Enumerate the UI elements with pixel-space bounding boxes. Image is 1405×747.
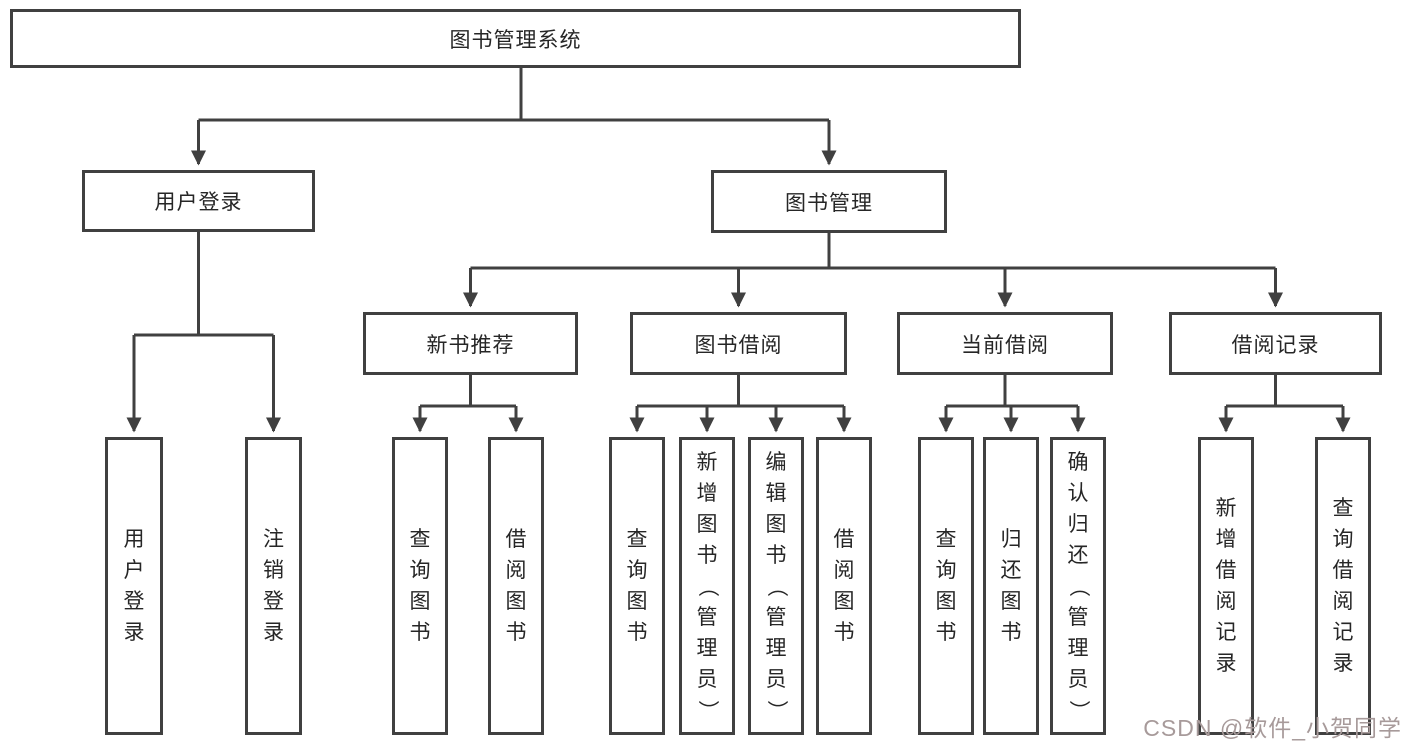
leaf-current-confirm-return-admin: 确认归还（管理员） (1050, 437, 1106, 735)
leaf-current-query-book: 查询图书 (918, 437, 974, 735)
node-book-management: 图书管理 (711, 170, 947, 233)
node-new-book-recommend: 新书推荐 (363, 312, 578, 375)
node-root-system: 图书管理系统 (10, 9, 1021, 68)
leaf-record-add-record: 新增借阅记录 (1198, 437, 1254, 735)
leaf-logout: 注销登录 (245, 437, 302, 735)
leaf-newbook-borrow-book: 借阅图书 (488, 437, 544, 735)
leaf-record-query-record: 查询借阅记录 (1315, 437, 1371, 735)
connector-arrows (126, 120, 1351, 433)
leaf-borrow-query-book: 查询图书 (609, 437, 665, 735)
csdn-watermark: CSDN @软件_小贺同学 (1143, 715, 1402, 741)
node-user-login: 用户登录 (82, 170, 315, 232)
leaf-borrow-add-book-admin: 新增图书（管理员） (679, 437, 735, 735)
node-borrow-record: 借阅记录 (1169, 312, 1382, 375)
leaf-user-login: 用户登录 (105, 437, 163, 735)
leaf-borrow-edit-book-admin: 编辑图书（管理员） (748, 437, 804, 735)
leaf-newbook-query-book: 查询图书 (392, 437, 448, 735)
node-current-borrow: 当前借阅 (897, 312, 1113, 375)
node-book-borrow: 图书借阅 (630, 312, 847, 375)
leaf-current-return-book: 归还图书 (983, 437, 1039, 735)
leaf-borrow-borrow-book: 借阅图书 (816, 437, 872, 735)
